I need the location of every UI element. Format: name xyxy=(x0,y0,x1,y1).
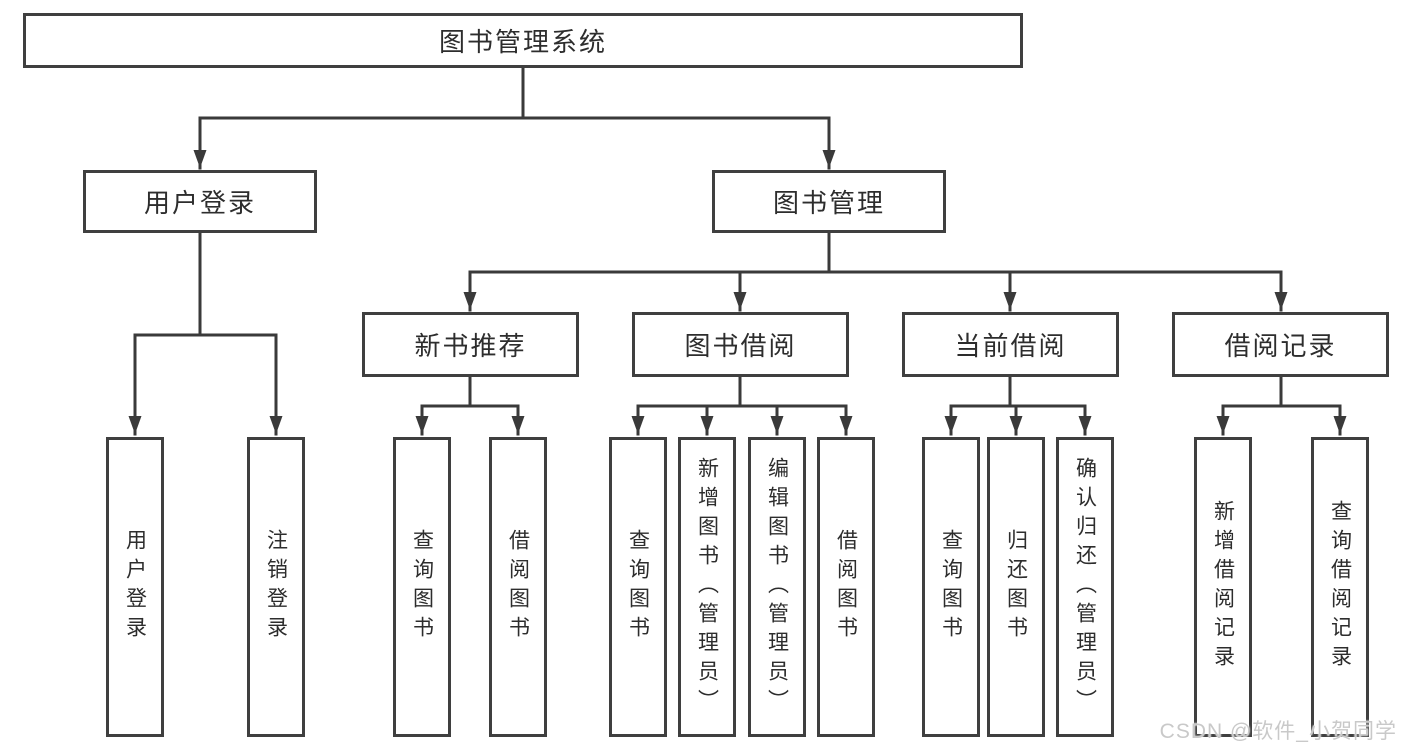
node-label: 用户登录 xyxy=(123,529,147,645)
node-add-borrow-record: 新增借阅记录 xyxy=(1194,437,1252,737)
node-query-borrow-record: 查询借阅记录 xyxy=(1311,437,1369,737)
connector-currentborrow-stem xyxy=(949,375,1087,408)
node-book-management: 图书管理 xyxy=(712,170,946,233)
connector-records-stem xyxy=(1221,375,1342,408)
node-query-books-3: 查询图书 xyxy=(922,437,980,737)
node-current-borrow: 当前借阅 xyxy=(902,312,1119,377)
node-login: 用户登录 xyxy=(106,437,164,737)
node-label: 新增借阅记录 xyxy=(1211,500,1235,674)
node-label: 查询图书 xyxy=(939,529,963,645)
connector-root-stem xyxy=(198,66,831,120)
node-label: 查询图书 xyxy=(410,529,434,645)
node-label: 查询图书 xyxy=(626,529,650,645)
node-label: 查询借阅记录 xyxy=(1328,500,1352,674)
node-label: 编辑图书（管理员） xyxy=(765,456,789,718)
node-label: 借阅记录 xyxy=(1224,331,1337,361)
node-label: 借阅图书 xyxy=(834,529,858,645)
node-root: 图书管理系统 xyxy=(23,13,1023,68)
node-label: 新书推荐 xyxy=(414,331,527,361)
node-label: 图书管理 xyxy=(772,188,885,218)
node-query-books-2: 查询图书 xyxy=(609,437,667,737)
node-label: 借阅图书 xyxy=(506,529,530,645)
connector-userlogin-stem xyxy=(133,231,278,337)
node-label: 归还图书 xyxy=(1004,529,1028,645)
csdn-watermark: CSDN @软件_小贺同学 xyxy=(1159,720,1397,743)
node-confirm-return: 确认归还（管理员） xyxy=(1056,437,1114,737)
node-label: 注销登录 xyxy=(264,529,288,645)
node-label: 确认归还（管理员） xyxy=(1073,456,1097,718)
node-label: 新增图书（管理员） xyxy=(695,456,719,718)
node-edit-book: 编辑图书（管理员） xyxy=(748,437,806,737)
connector-bookmgmt-stem xyxy=(468,231,1283,274)
node-label: 图书借阅 xyxy=(684,331,797,361)
connector-bookborrow-stem xyxy=(636,375,848,408)
node-label: 当前借阅 xyxy=(954,331,1067,361)
node-user-login: 用户登录 xyxy=(83,170,317,233)
node-book-borrow: 图书借阅 xyxy=(632,312,849,377)
node-add-book: 新增图书（管理员） xyxy=(678,437,736,737)
node-query-books-1: 查询图书 xyxy=(393,437,451,737)
node-new-book-recommend: 新书推荐 xyxy=(362,312,579,377)
node-logout: 注销登录 xyxy=(247,437,305,737)
node-borrow-books-2: 借阅图书 xyxy=(817,437,875,737)
node-label: 用户登录 xyxy=(143,188,256,218)
node-borrow-records: 借阅记录 xyxy=(1172,312,1389,377)
node-borrow-books-1: 借阅图书 xyxy=(489,437,547,737)
connector-newbook-stem xyxy=(420,375,520,408)
node-label: 图书管理系统 xyxy=(438,27,607,57)
node-return-book: 归还图书 xyxy=(987,437,1045,737)
